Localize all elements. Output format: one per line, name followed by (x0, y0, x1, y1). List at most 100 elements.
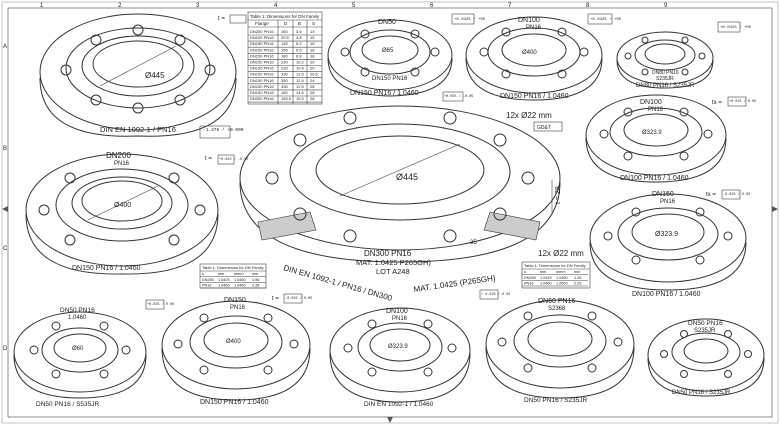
table-1-header: D (284, 21, 288, 26)
table-1-cell: 180 (281, 53, 288, 58)
flange-3-dim: Ø400 (522, 50, 537, 56)
flange-11-top2: S2368 (548, 306, 566, 312)
flange-12-top2: S235JR (694, 328, 716, 334)
table-cell: 1.2550 (556, 282, 568, 286)
col-marker: 4 (274, 3, 278, 9)
table-1: Table 1: Dimensions for DN Family Flange… (247, 11, 323, 105)
flange-11-bottom: DN50 PN16 / S235JR (524, 397, 588, 404)
flange-2-bottom: DN150 PN16 / 1.0460 (350, 90, 419, 97)
center-holes-label: 12x Ø22 mm (506, 111, 552, 120)
table-cell: 1.0460 (234, 278, 246, 282)
col-marker: 9 (664, 3, 668, 9)
table-cell: PN16 (524, 282, 534, 286)
table-1-cell: DN150 PN16 (250, 84, 274, 89)
table-1-cell: 150 (281, 90, 288, 95)
table-cell: 1.0460 (540, 282, 552, 286)
table-1-cell: DN300 PN16 (250, 96, 274, 101)
center-line1: DN300 PN16 (364, 249, 412, 258)
flange-10: DN100 PN16 Ø323.9 DIN EN 1092-1 / 1.0460… (329, 289, 510, 408)
flange-7: DN150 PN16 Ø323.9 DN100 PN16 / 1.0460 tx… (589, 189, 750, 298)
table-header-cell: mm (540, 270, 546, 274)
center-holes-label-2: 12x Ø22 mm (538, 249, 584, 258)
tol-3: +0.025 / -0.05 (219, 157, 248, 162)
table-header-cell: mm (574, 270, 580, 274)
table-1-cell: 350 (281, 78, 288, 83)
flange-8-dim: Ø60 (72, 346, 84, 352)
tol-2: -1.476 / +0.000 (203, 127, 244, 133)
tol-6: +0.025 / 0.05 (729, 99, 756, 104)
flange-10-dim: Ø323.9 (388, 344, 408, 350)
row-marker: D (3, 346, 8, 352)
col-marker: 6 (430, 3, 434, 9)
flange-7-top2: PN16 (660, 199, 676, 205)
flange-7-dim: Ø323.9 (655, 231, 678, 238)
flange-2-dim: Ø65 (382, 48, 394, 54)
flange-1-dim: Ø445 (145, 71, 165, 80)
t-label-3: t = (272, 296, 279, 302)
table-1-cell: 230 (281, 66, 288, 71)
flange-11: DN60 PN16 S2368 DN50 PN16 / S235JR (485, 298, 635, 404)
tol-5: +0.0425 / +05 (590, 17, 622, 22)
table-1-cell: 20.5 (281, 35, 290, 40)
table-1-cell: 12.5 (296, 84, 305, 89)
table-1-cell: 330 (281, 72, 288, 77)
table-cell: PN16 (202, 284, 212, 288)
flange-9-dim: Ø400 (226, 339, 241, 345)
tol-4: +0.0425 / +05 (454, 17, 486, 22)
table-1-header: Flange (255, 21, 269, 26)
flange-6-top: DN100 (640, 99, 662, 106)
center-arc-text-2: MAT. 1.0425 (P265GH) (413, 274, 496, 294)
table-header-cell: mmm (556, 270, 566, 274)
table-1-cell: DN150 PN16 (250, 78, 274, 83)
tol-7: -0.025 / 0.02 (723, 192, 750, 197)
flange-11-top: DN60 PN16 (538, 298, 575, 305)
flange-3-top: DN100 (518, 17, 540, 24)
center-flange-dim: Ø445 (396, 172, 418, 182)
flange-1: Ø445 DIN EN 1092-1 / PN16 -1.476 / +0.00… (39, 13, 247, 139)
flange-6-dim: Ø323.9 (642, 130, 662, 136)
flange-3: DN100 PN16 Ø400 DN150 PN16 / 1.0460 +0.0… (465, 13, 622, 101)
tol-10: + 0.025 / 0.02 (481, 292, 510, 297)
tol-1: +0.025 / -0.05 (444, 94, 473, 99)
col-marker: 1 (40, 3, 44, 9)
table-1-cell: 13 (310, 29, 315, 34)
table-1-cell: 430 (281, 84, 288, 89)
t-label-1: t = (218, 16, 225, 22)
col-marker: 2 (118, 3, 122, 9)
flange-8-top: DN50 PN16 (60, 307, 95, 314)
tol-11: +0.0425 / +05 (720, 25, 752, 30)
table-1-cell: 15.5 (296, 96, 305, 101)
flange-4-mid2: S235JR (656, 76, 674, 82)
col-marker: 3 (196, 3, 200, 9)
flange-10-top: DN100 (386, 308, 408, 315)
table-1-cell: 6.5 (296, 47, 302, 52)
flange-10-top2: PN16 (392, 316, 408, 322)
table-1-cell: DN100 PN16 (250, 35, 274, 40)
table-1-cell: 3.8 (296, 35, 302, 40)
row-markers: A B C D (3, 44, 8, 352)
flange-12-top: DN50 PN16 (688, 320, 723, 327)
flange-8: DN50 PN16 1.0460 Ø60 DN50 PN16 / S535JR … (13, 299, 174, 408)
flange-5-top2: PN16 (114, 161, 130, 167)
table-1-cell: 20.5 (310, 72, 319, 77)
table-1-title: Table 1: Dimensions for DN Family (250, 14, 320, 19)
table-1-cell: 18 (310, 53, 315, 58)
table-cell: 1.0460 (218, 284, 230, 288)
flange-5: DN200 PN16 Ø400 DN150 PN16 / 1.0460 t = … (25, 151, 248, 275)
flange-1-bottom-label: DIN EN 1092-1 / PN16 (100, 125, 176, 134)
table-1-cell: 5.2 (296, 41, 302, 46)
table-1-cell: 155.5 (281, 96, 292, 101)
table-1-cell: 20 (310, 66, 315, 71)
table-1-cell: 6.8 (296, 53, 302, 58)
t-label-2: t = (205, 156, 212, 162)
table-1-cell: 24 (310, 78, 315, 83)
table-1-cell: DN150 PN16 (250, 66, 274, 71)
table-1-cell: 14.6 (296, 90, 305, 95)
table-1-cell: 10.2 (296, 60, 305, 65)
table-1-cell: 155 (281, 47, 288, 52)
table-header-cell: mm (252, 272, 258, 276)
flange-6-bottom: DN100 PN16 / 1.0460 (620, 175, 689, 182)
